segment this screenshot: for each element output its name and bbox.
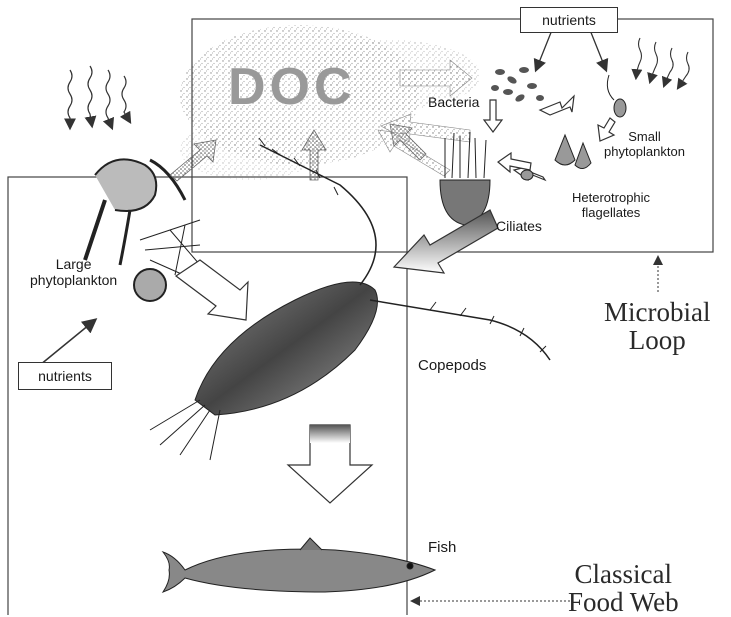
nutrient-arrows-top bbox=[536, 30, 606, 70]
return-to-doc-arrows bbox=[378, 114, 470, 176]
fish-label: Fish bbox=[428, 539, 456, 556]
fish-illustration bbox=[163, 538, 435, 592]
microbial-flow-arrows bbox=[484, 96, 615, 180]
ciliates-illustration bbox=[440, 132, 490, 225]
sunlight-rays-left bbox=[68, 66, 130, 128]
phyto-to-copepods-arrow bbox=[176, 260, 248, 320]
bacteria-label: Bacteria bbox=[428, 94, 479, 110]
heterotrophic-flagellates-label: Heterotrophic flagellates bbox=[572, 191, 650, 221]
ciliates-to-copepods-arrow bbox=[394, 210, 498, 273]
nutrients-left-arrow bbox=[40, 320, 95, 365]
copepods-label: Copepods bbox=[418, 357, 486, 374]
classical-food-web-title: Classical Food Web bbox=[568, 560, 679, 617]
large-phytoplankton-label: Large phytoplankton bbox=[30, 256, 117, 288]
microbial-loop-title: Microbial Loop bbox=[604, 298, 710, 355]
nutrients-left-box: nutrients bbox=[18, 362, 112, 390]
ciliates-label: Ciliates bbox=[496, 218, 542, 234]
doc-label: DOC bbox=[228, 58, 356, 118]
bacteria-illustration bbox=[491, 67, 544, 103]
sunlight-rays-right bbox=[636, 38, 689, 88]
nutrients-top-box: nutrients bbox=[520, 7, 618, 33]
small-phytoplankton-label: Small phytoplankton bbox=[604, 130, 685, 160]
